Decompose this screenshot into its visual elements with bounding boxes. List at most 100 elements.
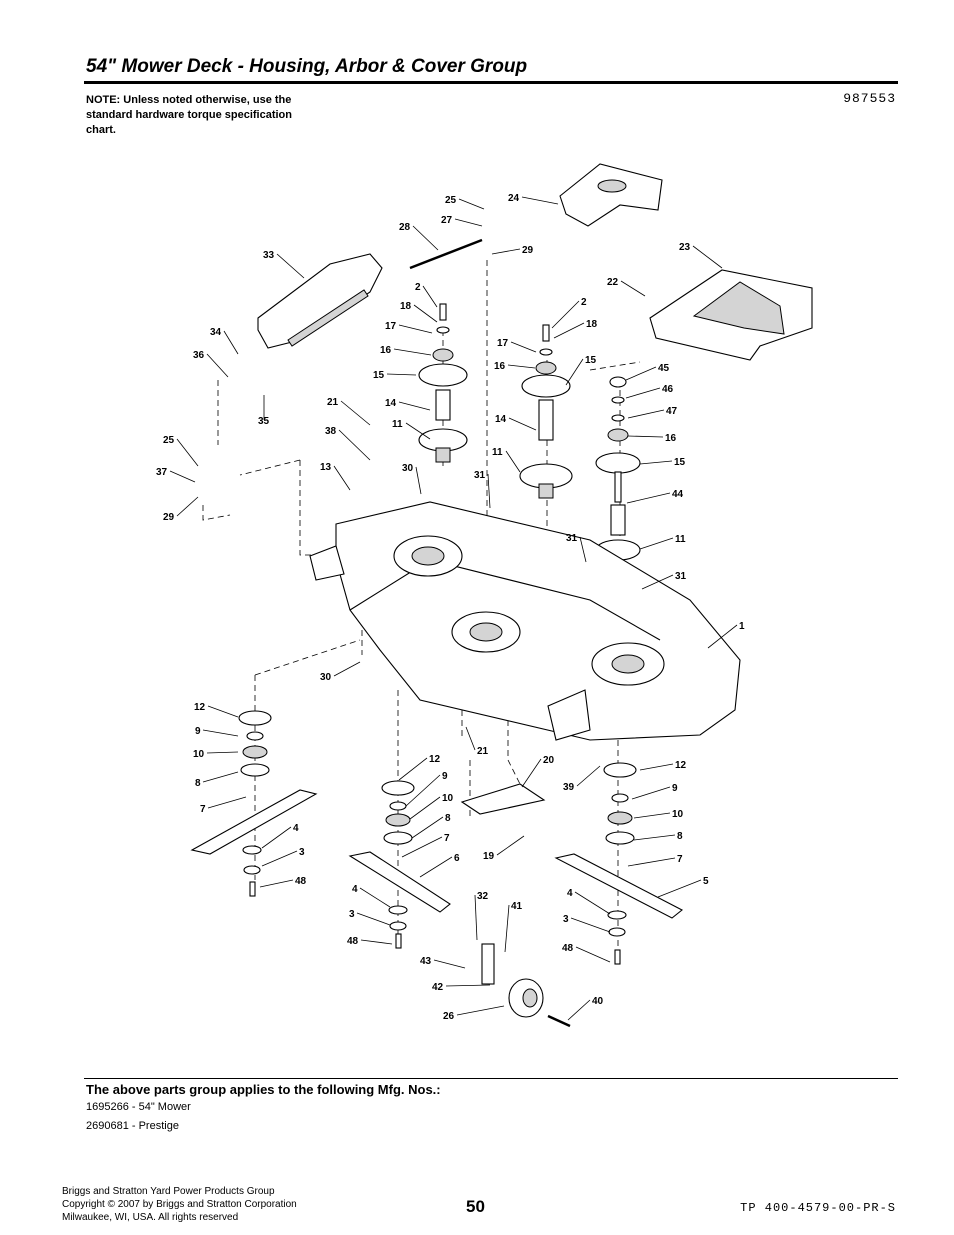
callout-number: 14 — [495, 414, 507, 425]
callout-41: 41 — [504, 901, 523, 953]
callout-number: 23 — [679, 242, 691, 253]
callout-number: 37 — [156, 467, 168, 478]
leader-line — [409, 796, 441, 820]
callout-25: 25 — [445, 195, 485, 210]
leader-line — [454, 218, 483, 227]
leader-line — [259, 879, 294, 888]
leader-line — [639, 537, 674, 550]
callout-number: 4 — [293, 823, 299, 834]
leader-line — [627, 435, 664, 438]
callout-13: 13 — [320, 462, 351, 491]
leader-line — [433, 959, 466, 969]
callout-number: 29 — [522, 245, 534, 256]
callout-number: 3 — [563, 914, 569, 925]
leader-line — [445, 984, 491, 987]
callout-34: 34 — [210, 327, 239, 355]
callout-48: 48 — [347, 936, 393, 947]
leader-line — [413, 304, 438, 323]
callout-43: 43 — [420, 956, 466, 969]
leader-line — [567, 999, 591, 1021]
callout-46: 46 — [625, 384, 674, 399]
callout-18: 18 — [400, 301, 438, 323]
leader-line — [633, 834, 676, 841]
leader-line — [620, 280, 646, 297]
callout-number: 30 — [402, 463, 414, 474]
leader-line — [639, 763, 674, 771]
drawing-number: 987553 — [843, 91, 896, 106]
callout-38: 38 — [325, 426, 371, 461]
leader-line — [474, 894, 478, 941]
callout-5: 5 — [657, 876, 709, 898]
callout-number: 11 — [492, 447, 503, 458]
callout-number: 16 — [380, 345, 392, 356]
callout-18: 18 — [553, 319, 598, 339]
callout-44: 44 — [626, 489, 684, 504]
callout-11: 11 — [492, 447, 521, 473]
callout-number: 4 — [352, 884, 358, 895]
leader-line — [625, 387, 661, 399]
callout-29: 29 — [491, 245, 534, 256]
callout-16: 16 — [627, 433, 677, 444]
leader-line — [575, 946, 611, 963]
callout-27: 27 — [441, 215, 483, 227]
footer-copyright: Copyright © 2007 by Briggs and Stratton … — [62, 1199, 297, 1210]
callout-4: 4 — [352, 884, 391, 908]
callout-number: 22 — [607, 277, 619, 288]
leader-line — [631, 786, 671, 800]
callout-number: 16 — [665, 433, 677, 444]
leader-line — [641, 574, 674, 590]
callout-45: 45 — [625, 363, 670, 381]
leader-line — [206, 751, 239, 754]
callout-number: 5 — [703, 876, 709, 887]
callout-number: 7 — [200, 804, 206, 815]
leader-line — [507, 364, 536, 369]
callout-40: 40 — [567, 996, 604, 1021]
leader-line — [627, 857, 676, 867]
callout-4: 4 — [567, 888, 611, 915]
leader-line — [707, 624, 738, 649]
callout-number: 45 — [658, 363, 670, 374]
callout-7: 7 — [401, 833, 450, 858]
leader-line — [356, 912, 391, 926]
callout-number: 28 — [399, 222, 411, 233]
leader-line — [401, 836, 443, 858]
leader-line — [491, 248, 521, 255]
callout-number: 18 — [400, 301, 412, 312]
callout-number: 43 — [420, 956, 432, 967]
callout-22: 22 — [607, 277, 646, 297]
callout-number: 18 — [586, 319, 598, 330]
callout-35: 35 — [258, 395, 270, 427]
callout-14: 14 — [495, 414, 537, 431]
callout-number: 9 — [442, 771, 448, 782]
leader-line — [207, 796, 247, 809]
leader-line — [169, 470, 196, 483]
leader-line — [508, 417, 537, 431]
callout-25: 25 — [163, 435, 199, 467]
callout-48: 48 — [562, 943, 611, 963]
leader-line — [570, 917, 611, 933]
parts-artwork — [190, 163, 813, 1028]
callout-29: 29 — [163, 496, 199, 523]
leader-line — [657, 879, 702, 898]
callout-37: 37 — [156, 467, 196, 483]
callout-number: 20 — [543, 755, 555, 766]
callout-number: 21 — [327, 397, 339, 408]
callout-36: 36 — [193, 350, 229, 378]
leader-line — [627, 409, 665, 419]
callout-number: 3 — [349, 909, 355, 920]
leader-line — [207, 705, 239, 718]
leader-line — [393, 348, 432, 356]
callout-10: 10 — [409, 793, 454, 820]
page-number: 50 — [466, 1197, 485, 1216]
callout-number: 41 — [511, 901, 523, 912]
callout-number: 47 — [666, 406, 678, 417]
callout-16: 16 — [494, 361, 536, 372]
callout-number: 6 — [454, 853, 460, 864]
leader-line — [386, 373, 417, 376]
callout-14: 14 — [385, 398, 431, 411]
callout-number: 2 — [581, 297, 587, 308]
torque-note: NOTE: Unless noted otherwise, use the st… — [86, 94, 292, 136]
callout-number: 8 — [677, 831, 683, 842]
callout-number: 21 — [477, 746, 489, 757]
applies-rule — [84, 1078, 898, 1079]
